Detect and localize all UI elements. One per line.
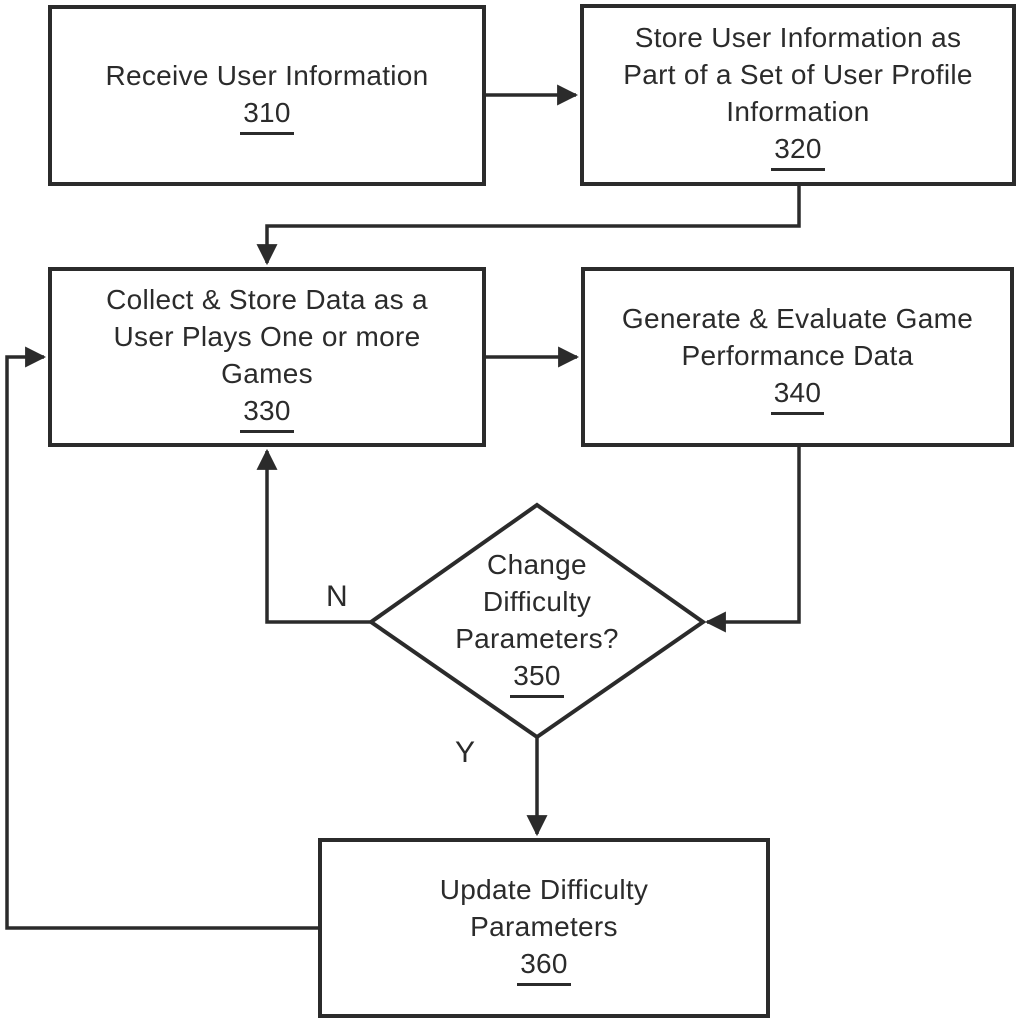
process-box-320: Store User Information as Part of a Set … — [580, 4, 1016, 186]
process-box-330-label: Collect & Store Data as a User Plays One… — [106, 284, 428, 389]
connector-320-to-330 — [256, 186, 801, 266]
process-box-320-label: Store User Information as Part of a Set … — [623, 22, 973, 127]
step-number-340: 340 — [770, 374, 825, 415]
step-number-320: 320 — [771, 130, 825, 171]
process-box-360-label: Update Difficulty Parameters — [439, 873, 649, 942]
connector-350-no-to-330 — [256, 448, 371, 624]
connector-360-to-330-loop — [5, 346, 318, 930]
decision-350-text: Change Difficulty Parameters? 350 — [407, 546, 667, 698]
step-number-350: 350 — [510, 657, 564, 698]
process-box-330: Collect & Store Data as a User Plays One… — [48, 267, 486, 447]
branch-label-yes: Y — [455, 736, 476, 769]
step-number-360: 360 — [517, 945, 571, 986]
branch-label-no: N — [326, 580, 348, 613]
connector-340-to-350 — [704, 447, 801, 633]
process-box-340: Generate & Evaluate Game Performance Dat… — [581, 267, 1014, 447]
decision-350-label: Change Difficulty Parameters? — [455, 549, 619, 654]
process-box-340-label: Generate & Evaluate Game Performance Dat… — [621, 302, 974, 371]
step-number-310: 310 — [240, 94, 294, 135]
process-box-360: Update Difficulty Parameters 360 — [318, 838, 770, 1018]
process-box-310: Receive User Information 310 — [48, 5, 486, 186]
process-box-310-label: Receive User Information — [105, 59, 429, 91]
decision-diamond-350 — [367, 502, 707, 740]
step-number-330: 330 — [240, 392, 294, 433]
